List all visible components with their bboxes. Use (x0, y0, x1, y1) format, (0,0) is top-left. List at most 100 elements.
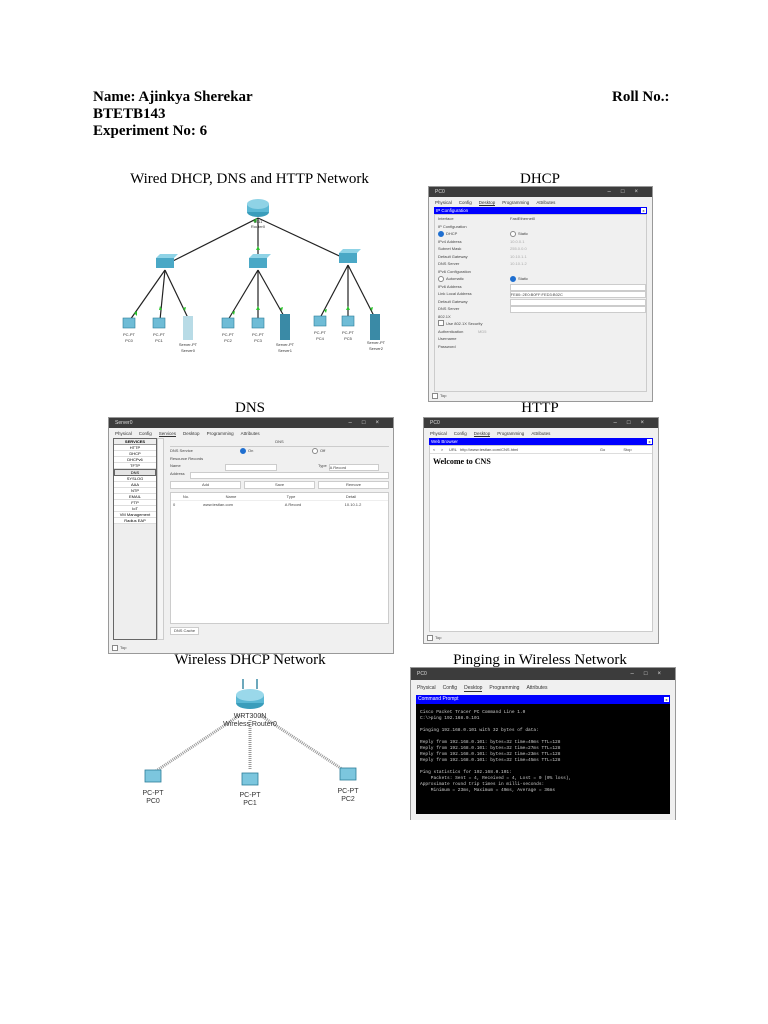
window-titlebar[interactable]: PC0–□× (424, 418, 658, 428)
subnet-mask-field[interactable]: 255.0.0.0 (510, 246, 527, 251)
tab-desktop[interactable]: Desktop (473, 431, 491, 437)
dns-off-radio[interactable] (312, 447, 318, 454)
ipv4-address-field[interactable]: 10.0.0.1 (510, 238, 525, 244)
top-checkbox[interactable] (432, 393, 438, 399)
close-icon[interactable]: x (641, 208, 646, 213)
tab-config[interactable]: Config (442, 685, 458, 691)
interface-select[interactable]: FastEthernet0 (510, 216, 536, 221)
field-label: Link Local Address (438, 291, 472, 296)
tab-attributes[interactable]: Attributes (526, 685, 548, 691)
service-item[interactable]: SYSLOG (114, 476, 156, 482)
service-item[interactable]: IoT (114, 506, 156, 512)
dns-cache-button[interactable]: DNS Cache (170, 627, 200, 635)
type-select[interactable]: A Record (328, 464, 379, 471)
close-icon[interactable]: x (664, 697, 669, 702)
tab-programming[interactable]: Programming (497, 431, 525, 436)
svg-text:PC-PT: PC-PT (314, 330, 327, 335)
top-checkbox[interactable] (427, 635, 433, 641)
window-titlebar[interactable]: PC0–□× (429, 187, 652, 197)
stop-button[interactable]: Stop (623, 447, 632, 452)
svg-text:PC-PT: PC-PT (240, 792, 262, 799)
back-button[interactable]: < (432, 447, 436, 452)
remove-button[interactable]: Remove (318, 481, 389, 489)
svg-text:Server2: Server2 (369, 346, 384, 351)
tab-programming[interactable]: Programming (489, 685, 520, 691)
tab-physical[interactable]: Physical (115, 431, 132, 436)
name-input[interactable] (225, 464, 277, 471)
tab-services[interactable]: Services (158, 431, 177, 437)
roll-value: BTETB143 (93, 106, 166, 122)
top-checkbox[interactable] (112, 645, 118, 651)
ping-window: PC0–□× Physical Config Desktop Programmi… (410, 667, 676, 820)
window-titlebar[interactable]: PC0–□× (411, 668, 675, 680)
static-radio[interactable] (510, 230, 516, 237)
tab-config[interactable]: Config (453, 431, 467, 436)
window-controls[interactable]: –□× (630, 671, 671, 677)
caption-wireless: Wireless DHCP Network (174, 652, 326, 668)
svg-text:PC1: PC1 (155, 338, 164, 343)
top-label: Top (435, 635, 442, 641)
service-item[interactable]: DHCP (114, 451, 156, 457)
service-item[interactable]: AAA (114, 482, 156, 488)
service-item[interactable]: FTP (114, 500, 156, 506)
tab-desktop[interactable]: Desktop (464, 685, 483, 692)
auth-select[interactable]: MD5 (478, 328, 487, 334)
forward-button[interactable]: > (440, 447, 444, 452)
tab-programming[interactable]: Programming (502, 200, 530, 205)
url-input[interactable]: http://www.testlan.com/CNS.html (460, 447, 519, 452)
tab-attributes[interactable]: Attributes (536, 200, 556, 205)
svg-text:PC-PT: PC-PT (153, 332, 166, 337)
services-scrollbar[interactable] (157, 438, 164, 640)
tab-programming[interactable]: Programming (206, 431, 234, 436)
records-table: No. Name Type Detail 0 www.testlan.com A… (170, 492, 389, 624)
ipv6-address-field[interactable] (509, 283, 646, 291)
service-item[interactable]: EMAIL (114, 494, 156, 500)
save-button[interactable]: Save (244, 481, 315, 489)
services-list: SERVICES HTTP DHCP DHCPv6 TFTP DNS SYSLO… (113, 438, 157, 640)
tab-attributes[interactable]: Attributes (531, 431, 551, 436)
ipv6-static-radio[interactable] (510, 275, 516, 282)
service-item-active[interactable]: DNS (114, 469, 156, 476)
dns-service-label: DNS Service (170, 448, 193, 453)
service-item[interactable]: Radius EAP (114, 518, 156, 524)
tab-desktop[interactable]: Desktop (183, 431, 200, 436)
svg-text:Router0: Router0 (251, 224, 266, 229)
svg-text:Server1: Server1 (278, 348, 293, 353)
close-icon[interactable]: x (647, 439, 652, 444)
window-controls[interactable]: –□× (348, 420, 389, 426)
service-item[interactable]: NTP (114, 488, 156, 494)
ipv6-dns-field[interactable] (509, 306, 646, 313)
field-label: IPv6 Address (438, 283, 462, 289)
dns-on-radio[interactable] (240, 447, 246, 454)
window-controls[interactable]: –□× (613, 420, 654, 426)
dot1x-checkbox[interactable] (438, 320, 444, 326)
default-gateway-field[interactable]: 10.10.1.1 (510, 253, 527, 259)
dns-server-field[interactable]: 10.10.1.2 (510, 261, 527, 266)
automatic-radio[interactable] (438, 275, 444, 282)
go-button[interactable]: Go (599, 447, 606, 452)
window-controls[interactable]: –□× (607, 189, 648, 195)
tab-config[interactable]: Config (138, 431, 152, 436)
ipv6-gateway-field[interactable] (509, 298, 646, 306)
tab-desktop[interactable]: Desktop (478, 200, 496, 206)
tab-physical[interactable]: Physical (430, 431, 447, 436)
svg-text:PC-PT: PC-PT (342, 330, 355, 335)
tab-bar: Physical Config Services Desktop Program… (109, 428, 393, 438)
service-item[interactable]: VM Management (114, 512, 156, 518)
link-local-address-field[interactable]: FE80::2E0:B0FF:FED3:B02C (509, 291, 646, 298)
top-label: Top (120, 645, 127, 651)
dns-panel-title: DNS (170, 438, 389, 447)
tab-physical[interactable]: Physical (435, 200, 452, 205)
add-button[interactable]: Add (170, 481, 241, 489)
table-row[interactable]: 0 www.testlan.com A Record 10.10.1.2 (173, 502, 362, 507)
service-item[interactable]: TFTP (114, 463, 156, 469)
tab-config[interactable]: Config (458, 200, 472, 205)
service-item[interactable]: DHCPv6 (114, 457, 156, 463)
dhcp-radio[interactable] (438, 230, 444, 237)
tab-attributes[interactable]: Attributes (240, 431, 260, 436)
tab-physical[interactable]: Physical (417, 685, 436, 691)
address-input[interactable] (190, 472, 389, 479)
window-titlebar[interactable]: Server0–□× (109, 418, 393, 428)
service-item[interactable]: HTTP (114, 445, 156, 451)
